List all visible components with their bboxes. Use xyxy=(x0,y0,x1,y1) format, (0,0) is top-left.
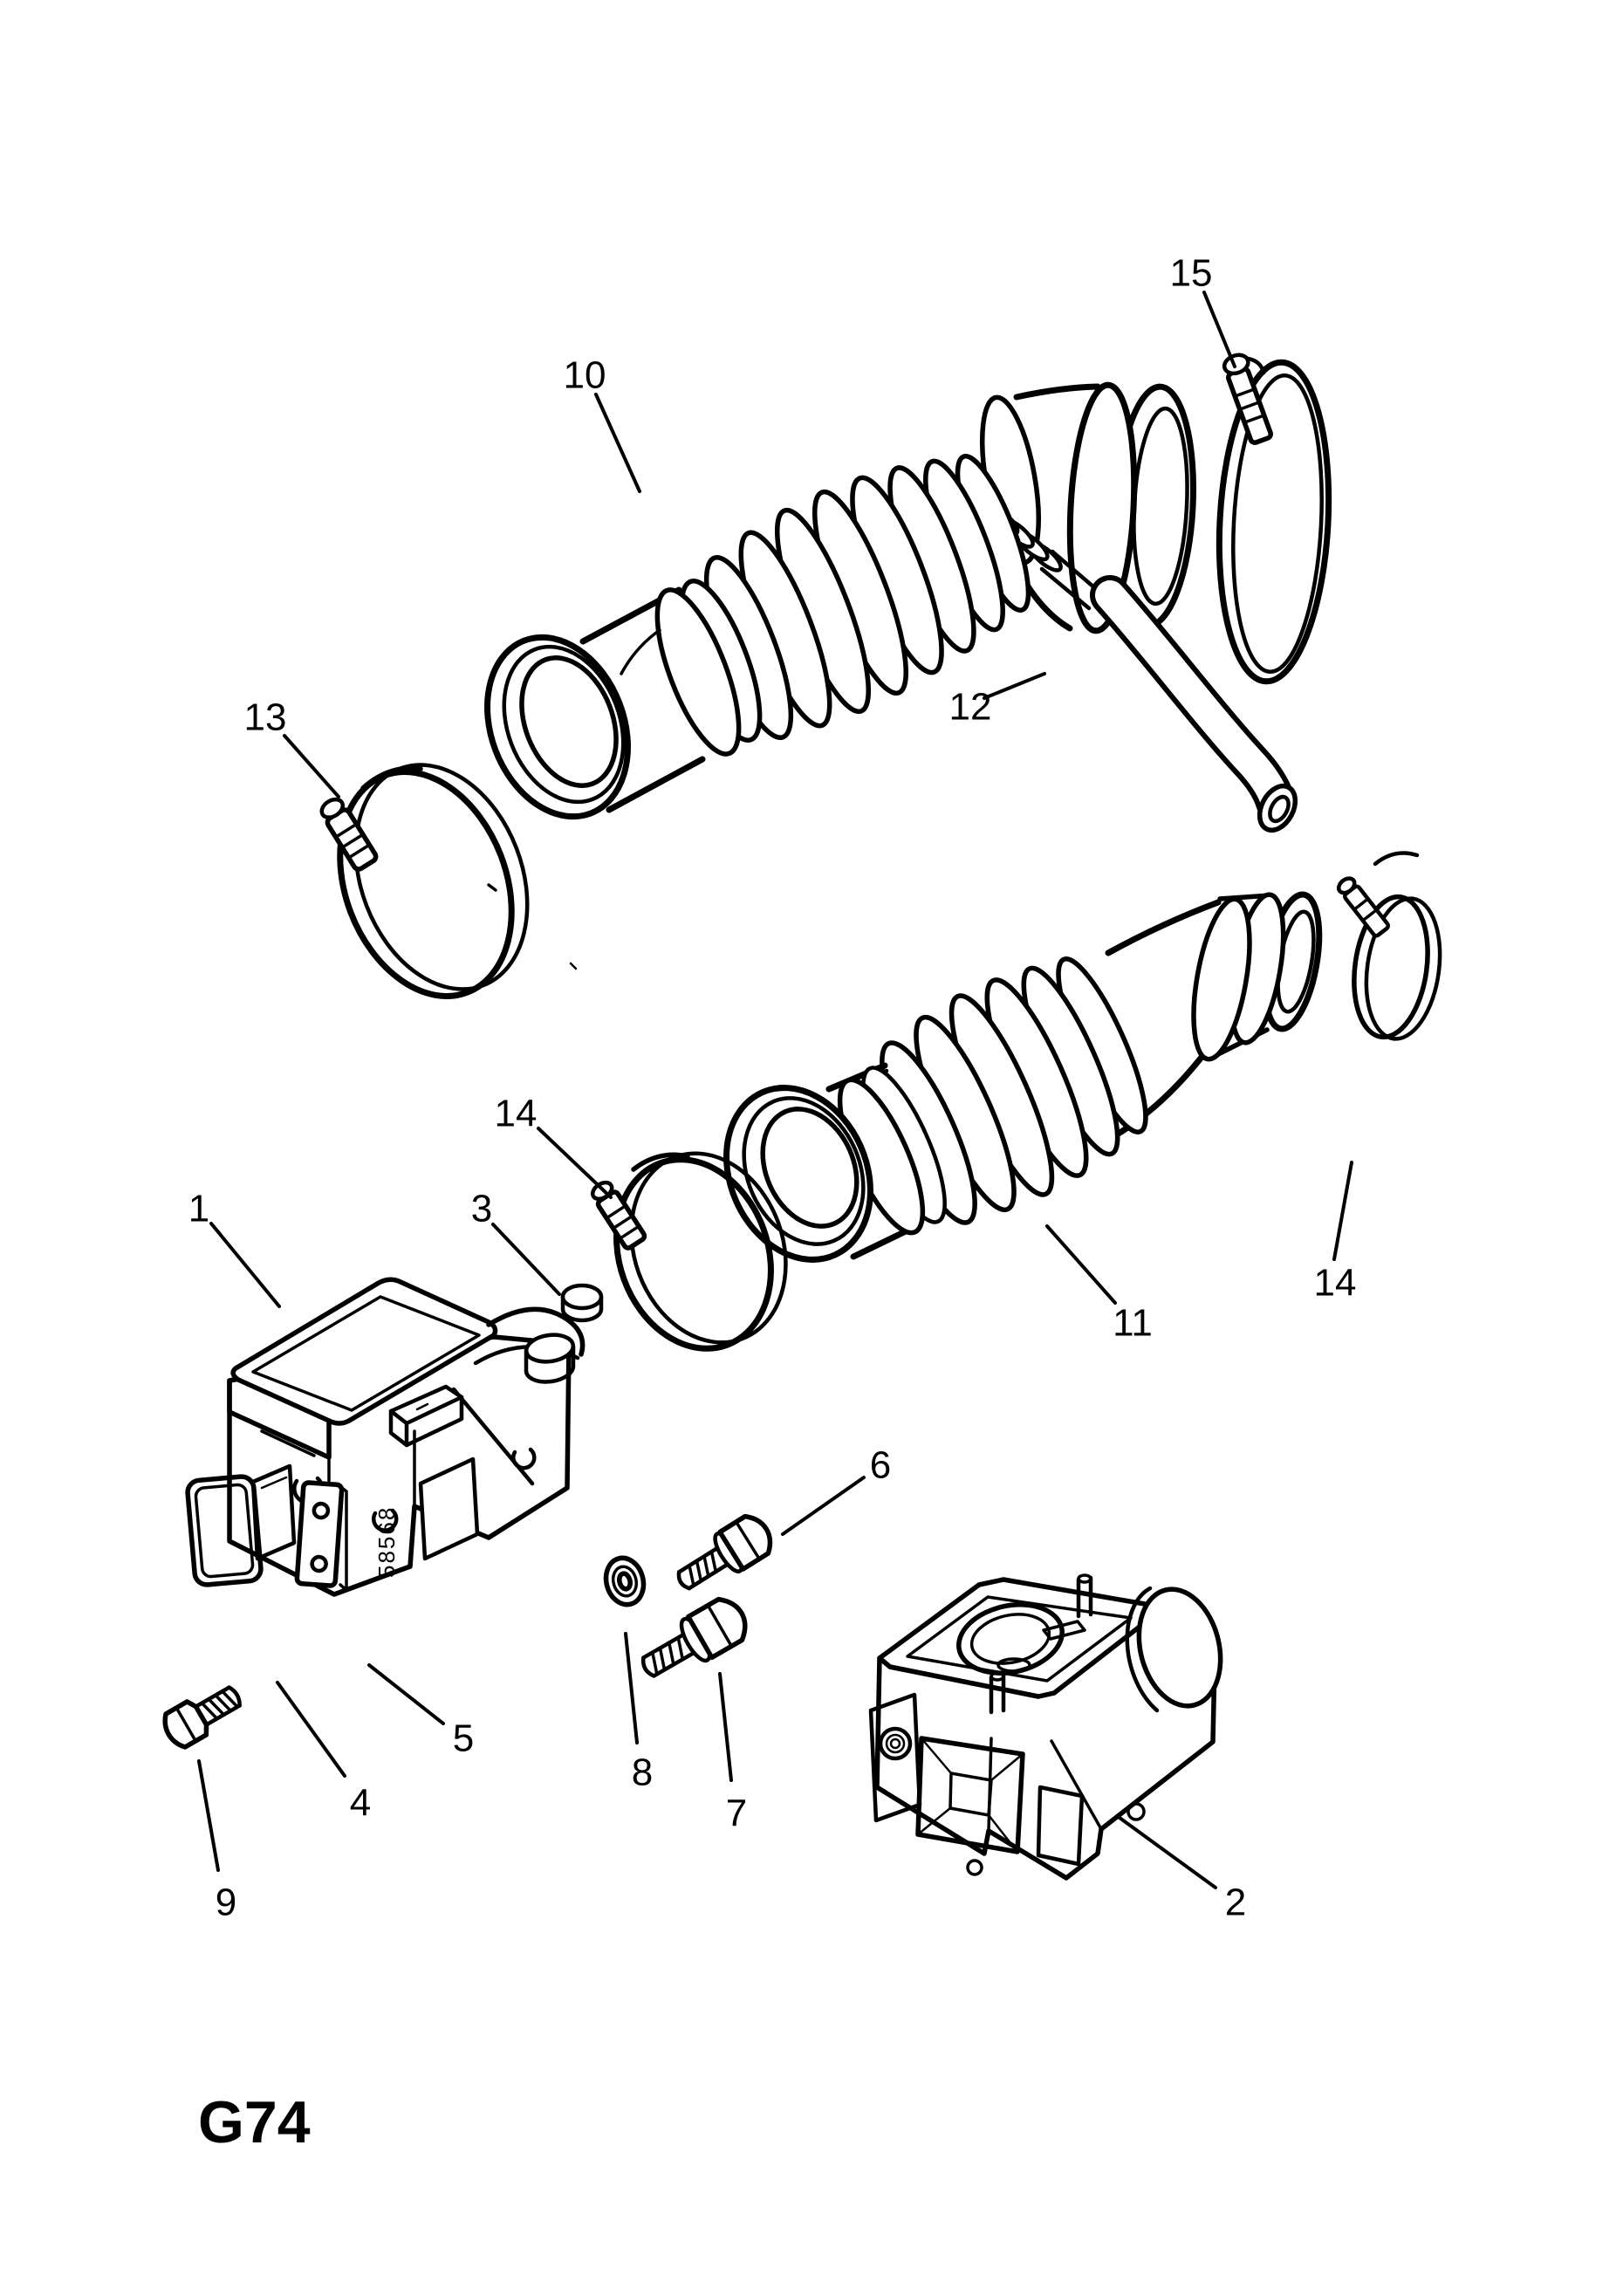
callout-number-9: 9 xyxy=(216,1881,236,1924)
part-11-air-intake-hose xyxy=(723,891,1323,1263)
speck xyxy=(569,962,578,970)
callout-number-1: 1 xyxy=(188,1188,209,1230)
callout-leader-3 xyxy=(491,1223,561,1296)
callout-leader-9 xyxy=(197,1759,220,1872)
part-1-air-mass-meter: 58568 xyxy=(227,1277,586,1597)
callout-number-3: 3 xyxy=(471,1188,492,1230)
callout-number-7: 7 xyxy=(726,1792,747,1835)
callout-number-6: 6 xyxy=(870,1444,891,1487)
part-12-breather-hose xyxy=(1090,575,1298,833)
part-10-air-intake-hose xyxy=(484,381,1197,820)
part-3-cap xyxy=(560,1283,604,1323)
clamp-13-screw xyxy=(319,797,379,872)
part-15-hose-clamp xyxy=(1216,353,1332,685)
callout-leader-2 xyxy=(1118,1816,1217,1889)
part-13-hose-clamp xyxy=(319,763,530,999)
callout-leader-4 xyxy=(276,1681,346,1778)
part-14-hose-clamp-left xyxy=(590,1151,788,1352)
callout-number-2: 2 xyxy=(1225,1881,1246,1924)
page-code: G74 xyxy=(198,2089,311,2155)
callout-leader-7 xyxy=(718,1672,733,1782)
part-9-bolt xyxy=(162,1685,242,1750)
callout-leader-10 xyxy=(594,393,641,493)
callout-number-4: 4 xyxy=(350,1782,371,1825)
callout-leader-6 xyxy=(781,1476,866,1536)
callout-leader-13 xyxy=(283,734,340,798)
callout-leader-15 xyxy=(1202,291,1236,368)
callout-number-15: 15 xyxy=(1170,252,1213,295)
part-6-bolt xyxy=(676,1513,773,1591)
callout-leader-11 xyxy=(1045,1224,1117,1305)
callout-leader-1 xyxy=(209,1222,281,1308)
meter-cast-marking: 58568 xyxy=(373,1506,400,1578)
part-7-bolt xyxy=(640,1596,748,1678)
part-2-throttle-body xyxy=(868,1573,1223,1881)
callout-leader-14 xyxy=(537,1127,613,1199)
part-14-hose-clamp-right xyxy=(1336,851,1442,1041)
part-4-gasket xyxy=(185,1474,264,1587)
callout-leader-12 xyxy=(983,672,1046,700)
clamp-15-screw xyxy=(1222,353,1273,445)
callout-number-12: 12 xyxy=(949,686,992,729)
part-5-bracket xyxy=(294,1480,348,1592)
callout-leader-5 xyxy=(367,1663,445,1725)
callout-leader-14 xyxy=(1332,1161,1353,1261)
part-8-washer xyxy=(603,1555,647,1607)
callout-number-14: 14 xyxy=(495,1093,538,1135)
speck xyxy=(487,883,497,892)
callout-number-8: 8 xyxy=(632,1751,653,1794)
callout-number-10: 10 xyxy=(564,354,606,397)
callout-number-13: 13 xyxy=(244,696,287,739)
callout-number-11: 11 xyxy=(1113,1302,1153,1345)
meter-connector xyxy=(388,1384,464,1448)
callout-leader-8 xyxy=(624,1632,639,1744)
callout-number-5: 5 xyxy=(453,1717,474,1760)
callout-number-14: 14 xyxy=(1314,1262,1357,1305)
